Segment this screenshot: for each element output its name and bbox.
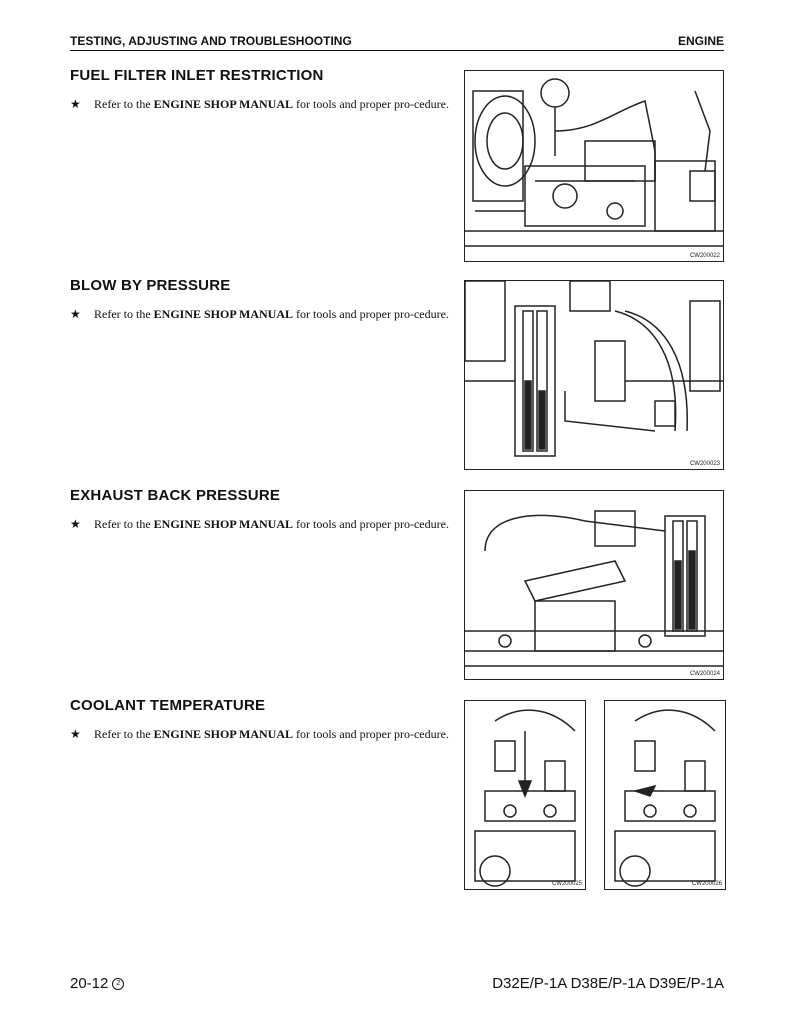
section-text-coolant: ★ Refer to the ENGINE SHOP MANUAL for to…: [70, 727, 449, 741]
star-icon: ★: [70, 97, 81, 111]
figure-code: CW200024: [689, 671, 720, 677]
model-list: D32E/P-1A D38E/P-1A D39E/P-1A: [492, 975, 724, 992]
page-header: TESTING, ADJUSTING AND TROUBLESHOOTING E…: [70, 34, 724, 50]
section-text-exhaust: ★ Refer to the ENGINE SHOP MANUAL for to…: [70, 517, 449, 531]
star-icon: ★: [70, 307, 81, 321]
header-chapter: ENGINE: [677, 34, 724, 48]
figure-code: CW200022: [689, 253, 720, 259]
section-text-blow-by: ★ Refer to the ENGINE SHOP MANUAL for to…: [70, 307, 449, 321]
engine-illustration: [614, 709, 716, 887]
star-icon: ★: [70, 517, 81, 531]
figure-exhaust-manometer: CW200024: [464, 490, 724, 680]
section-title-blow-by: BLOW BY PRESSURE: [70, 277, 231, 294]
section-text-fuel-filter: ★ Refer to the ENGINE SHOP MANUAL for to…: [70, 97, 449, 111]
section-title-fuel-filter: FUEL FILTER INLET RESTRICTION: [70, 67, 324, 84]
engine-illustration: [465, 78, 723, 247]
engine-illustration: [474, 709, 576, 887]
section-title-exhaust: EXHAUST BACK PRESSURE: [70, 487, 281, 504]
section-title-coolant: COOLANT TEMPERATURE: [70, 697, 266, 714]
figure-blow-by-manometer: CW200023: [464, 280, 724, 470]
header-section-title: TESTING, ADJUSTING AND TROUBLESHOOTING: [70, 34, 352, 48]
engine-illustration: [465, 281, 723, 457]
figure-coolant-left: CW200025: [464, 700, 586, 890]
figure-coolant-right: CW200026: [604, 700, 726, 890]
engine-illustration: [465, 510, 723, 667]
revision-badge: 2: [112, 978, 125, 991]
figure-fuel-filter-gauge: CW200022: [464, 70, 724, 262]
figure-code: CW200025: [551, 881, 582, 887]
star-icon: ★: [70, 727, 81, 741]
figure-code: CW200026: [691, 881, 722, 887]
figure-code: CW200023: [689, 461, 720, 467]
header-rule: [70, 50, 724, 51]
